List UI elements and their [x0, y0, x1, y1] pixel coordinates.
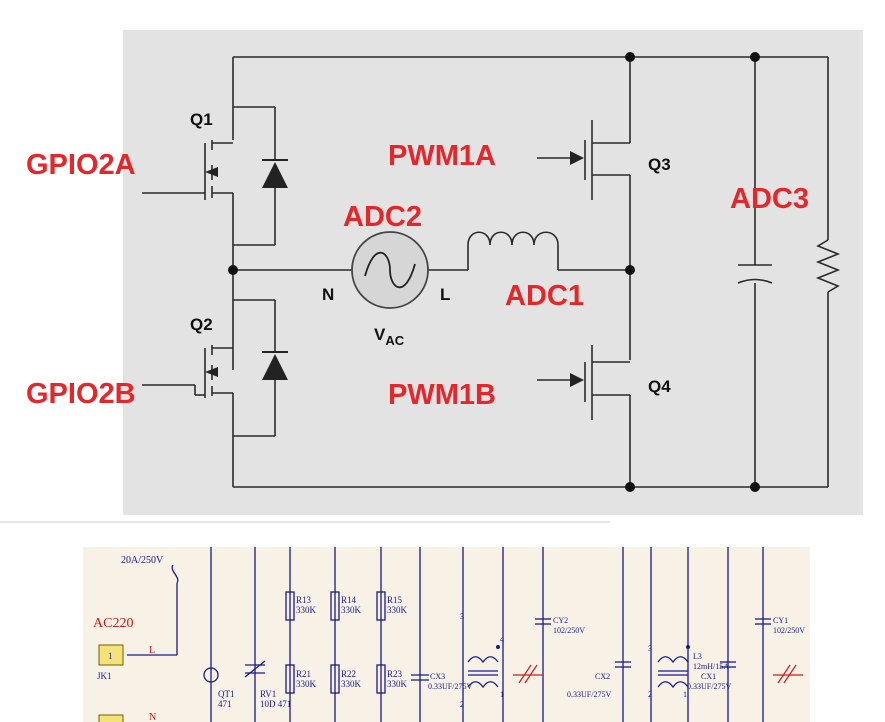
r15-label: R15: [387, 595, 403, 605]
r23-value: 330K: [387, 679, 408, 689]
choke1-pin2: 2: [460, 700, 464, 709]
adc3-label: ADC3: [730, 183, 809, 215]
line-l-label: L: [149, 645, 155, 656]
emi-filter-schematic: 20A/250V AC220 1 JK1 L N QT1 471 RV1 10D…: [93, 547, 805, 722]
vac-label: VAC: [374, 325, 405, 348]
cx3-label: CX3: [430, 672, 445, 681]
qt1-value: 471: [218, 699, 232, 709]
jk1-label: JK1: [97, 671, 112, 681]
r21-value: 330K: [296, 679, 317, 689]
pwm1a-label: PWM1A: [388, 140, 496, 172]
r13-label: R13: [296, 595, 312, 605]
jk1-pin-label: 1: [108, 651, 113, 661]
h-bridge-schematic: GPIO2A GPIO2B PWM1A PWM1B ADC1 ADC2 ADC3…: [26, 52, 841, 492]
cy2-value: 102/250V: [553, 626, 585, 635]
r22-label: R22: [341, 669, 356, 679]
neutral-label: N: [322, 285, 334, 304]
cx2-label: CX2: [595, 672, 610, 681]
r15-value: 330K: [387, 605, 408, 615]
choke1-pin4: 4: [500, 635, 504, 644]
cy1-label: CY1: [773, 616, 788, 625]
cy1-value: 102/250V: [773, 626, 805, 635]
rv1-label: RV1: [260, 689, 276, 699]
choke2-pin2: 2: [648, 690, 652, 699]
r14-label: R14: [341, 595, 357, 605]
gpio2b-label: GPIO2B: [26, 378, 136, 410]
line-label: L: [440, 285, 450, 304]
gpio2a-label: GPIO2A: [26, 149, 136, 181]
q4-label: Q4: [648, 377, 671, 396]
fuse-label: 20A/250V: [121, 555, 164, 566]
divider: [0, 521, 610, 523]
adc1-label: ADC1: [505, 280, 584, 312]
choke2-pin3: 3: [648, 644, 652, 653]
top-diagram-panel: [123, 30, 863, 515]
qt1-label: QT1: [218, 689, 235, 699]
l3-value: 12mH/15A: [693, 662, 729, 671]
l3-label: L3: [693, 652, 702, 661]
pwm1b-label: PWM1B: [388, 379, 496, 411]
r23-label: R23: [387, 669, 403, 679]
adc2-label: ADC2: [343, 201, 422, 233]
emi-filter-schematic-panel: 20A/250V AC220 1 JK1 L N QT1 471 RV1 10D…: [83, 547, 810, 722]
cx1-value: 0.33UF/275V: [687, 682, 731, 691]
r22-value: 330K: [341, 679, 362, 689]
r14-value: 330K: [341, 605, 362, 615]
line-n-label: N: [149, 712, 156, 722]
jk1-connector: [98, 644, 124, 666]
choke1-pin1: 1: [500, 690, 504, 699]
rv1-value: 10D 471: [260, 699, 291, 709]
r13-value: 330K: [296, 605, 317, 615]
r21-label: R21: [296, 669, 311, 679]
ac220-label: AC220: [93, 616, 133, 631]
cx3-value: 0.33UF/275V: [428, 682, 472, 691]
choke2-pin1: 1: [683, 690, 687, 699]
cx2-value: 0.33UF/275V: [567, 690, 611, 699]
cy2-label: CY2: [553, 616, 568, 625]
jk1-connector-pin2: [98, 714, 124, 722]
q2-label: Q2: [190, 315, 213, 334]
choke1-pin3: 3: [460, 612, 464, 621]
q3-label: Q3: [648, 155, 671, 174]
q1-label: Q1: [190, 110, 213, 129]
cx1-label: CX1: [701, 672, 716, 681]
